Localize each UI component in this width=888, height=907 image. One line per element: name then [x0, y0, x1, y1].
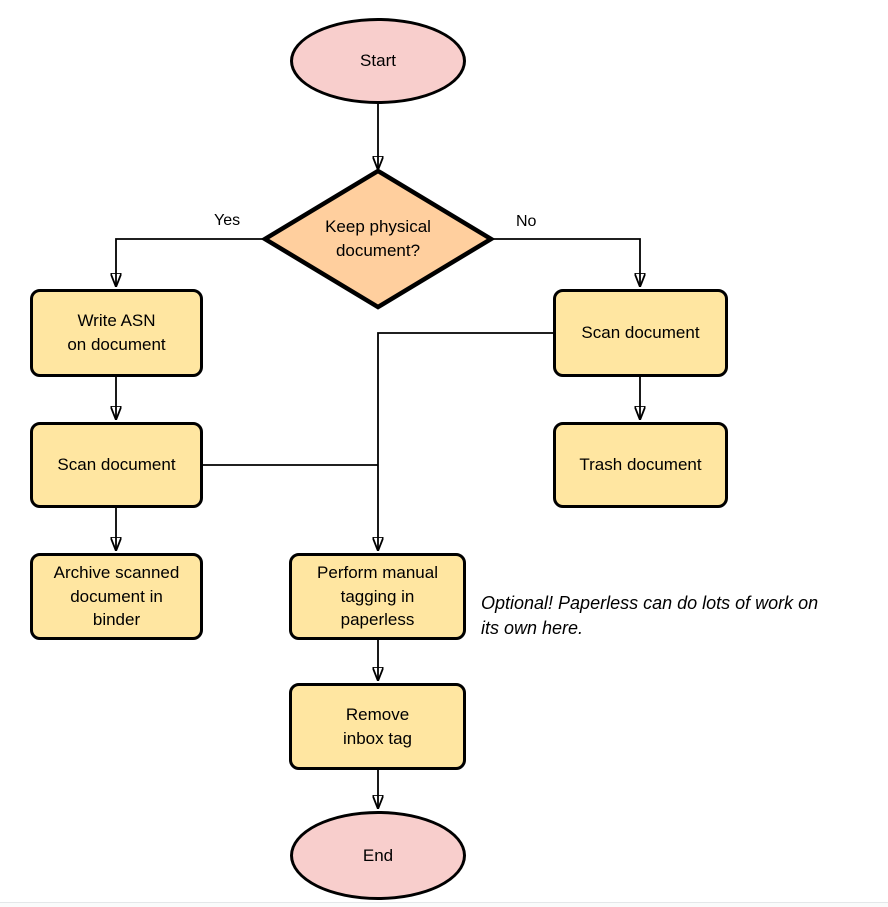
node-manual-tagging: Perform manual tagging in paperless [289, 553, 466, 640]
node-start-label: Start [360, 51, 396, 71]
node-decision-label: Keep physical document? [325, 217, 431, 260]
optional-note: Optional! Paperless can do lots of work … [481, 593, 819, 639]
page-bottom-edge [0, 902, 888, 907]
node-trash-document: Trash document [553, 422, 728, 508]
edge-label-no: No [516, 213, 537, 230]
node-end-label: End [362, 845, 394, 865]
node-decision: Keep physical document? [258, 169, 498, 309]
node-trash-document-label: Trash document [579, 455, 702, 475]
edge-decision-no-to-scan-right [491, 238, 640, 286]
node-write-asn: Write ASN on document [30, 289, 203, 377]
edge-decision-yes-to-write-asn [116, 238, 265, 286]
node-manual-tagging-label: Perform manual tagging in paperless [317, 562, 438, 630]
node-remove-inbox-tag-label: Remove inbox tag [343, 704, 412, 748]
node-archive-binder: Archive scanned document in binder [30, 553, 203, 640]
node-end: End [290, 811, 466, 900]
node-decision-shape [260, 168, 496, 310]
node-write-asn-label: Write ASN on document [67, 311, 166, 354]
node-remove-inbox-tag: Remove inbox tag [289, 683, 466, 770]
node-scan-document-right: Scan document [553, 289, 728, 377]
node-scan-document-left: Scan document [30, 422, 203, 508]
edge-scan-right-to-tagging [378, 332, 553, 550]
node-scan-document-left-label: Scan document [57, 455, 176, 475]
node-start: Start [290, 18, 466, 104]
node-archive-binder-label: Archive scanned document in binder [53, 562, 180, 630]
edge-label-yes: Yes [214, 212, 241, 229]
node-scan-document-right-label: Scan document [581, 323, 700, 343]
